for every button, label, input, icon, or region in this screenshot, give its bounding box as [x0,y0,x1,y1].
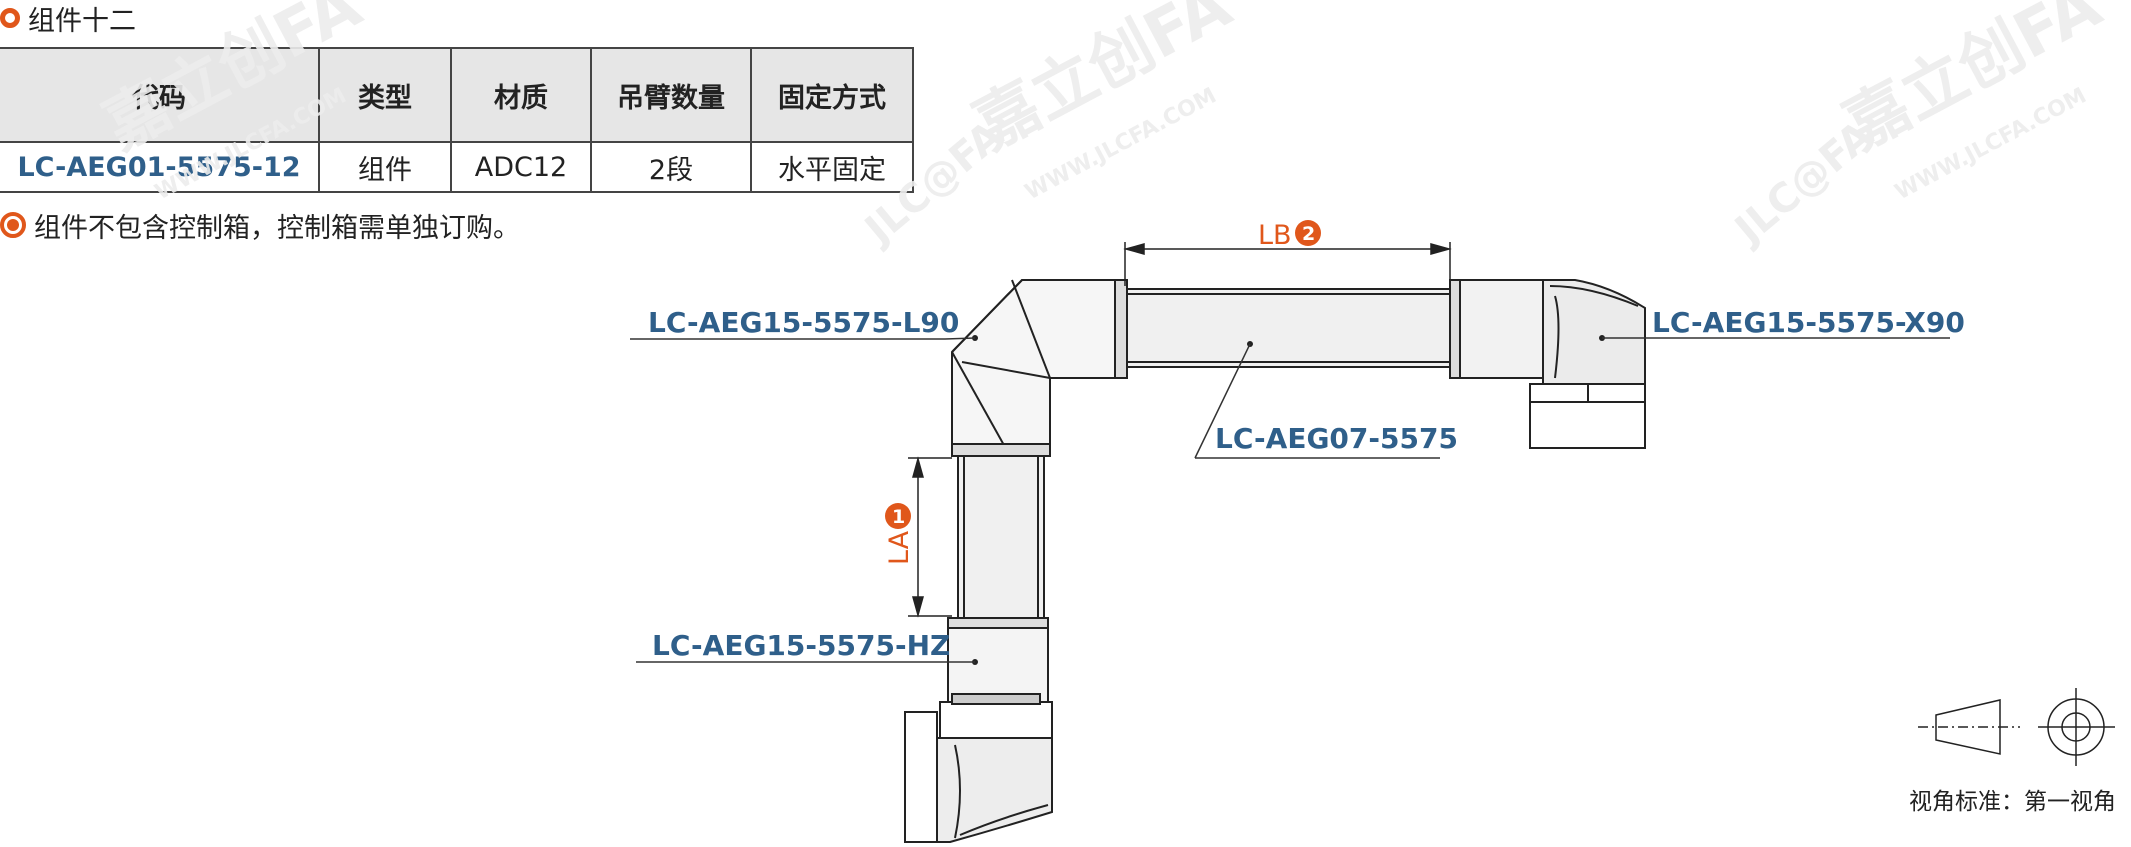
leader-aeg07 [1194,343,1251,459]
header-type: 类型 [318,47,452,143]
badge-2-icon [1295,220,1321,246]
cell-arm-count: 2段 [590,141,752,193]
spec-table: 代码 类型 材质 吊臂数量 固定方式 LC-AEG01-5575-12 组件 A… [0,47,914,193]
hz-joint [947,617,1049,703]
note: 组件不包含控制箱，控制箱需单独订购。 [0,208,520,244]
dimension-la [908,456,952,618]
table-row: LC-AEG01-5575-12 组件 ADC12 2段 水平固定 [0,141,914,193]
badge-1-text: 1 [892,506,905,528]
header-fixing-method: 固定方式 [750,47,914,143]
ring-bullet-icon [0,8,20,28]
header-arm-count: 吊臂数量 [590,47,752,143]
projection-symbol-icon [1918,688,2115,766]
watermark-logo: JLC@FA [1725,112,1882,254]
watermark: 嘉立创FA WWW.JLCFA.COM 嘉立创FA WWW.JLCFA.COM … [93,0,2114,255]
label-x90: LC-AEG15-5575-X90 [1652,306,1965,339]
x90-joint-body [1449,279,1544,379]
x90-mount-base [1529,401,1646,449]
section-title: 组件十二 [28,5,136,37]
arm-assembly [904,279,1646,843]
watermark-logo: JLC@FA [855,112,1012,254]
header-code: 代码 [0,47,320,143]
dimension-lb-label: LB [1258,220,1292,251]
table-header-row: 代码 类型 材质 吊臂数量 固定方式 [0,47,914,143]
cell-fixing-method: 水平固定 [750,141,914,193]
badge-2-text: 2 [1302,223,1315,245]
dimension-la-label: LA [884,530,915,565]
l90-elbow [951,279,1128,457]
label-l90: LC-AEG15-5575-L90 [648,306,959,339]
header-material: 材质 [450,47,592,143]
label-aeg07: LC-AEG07-5575 [1215,422,1458,455]
hz-mount-plate [904,711,938,843]
cell-code: LC-AEG01-5575-12 [0,141,320,193]
vertical-tube [957,455,1045,619]
note-text: 组件不包含控制箱，控制箱需单独订购。 [34,212,520,244]
label-hz: LC-AEG15-5575-HZ [652,629,950,662]
dot-bullet-icon [0,212,26,238]
horizontal-tube [1124,288,1451,368]
cell-material: ADC12 [450,141,592,193]
leader-l90 [630,337,976,340]
view-standard-label: 视角标准：第一视角 [1909,789,2116,815]
dimension-lb [1123,242,1452,286]
cell-type: 组件 [318,141,452,193]
badge-1-icon [885,503,911,529]
section-header: 组件十二 [0,0,136,37]
